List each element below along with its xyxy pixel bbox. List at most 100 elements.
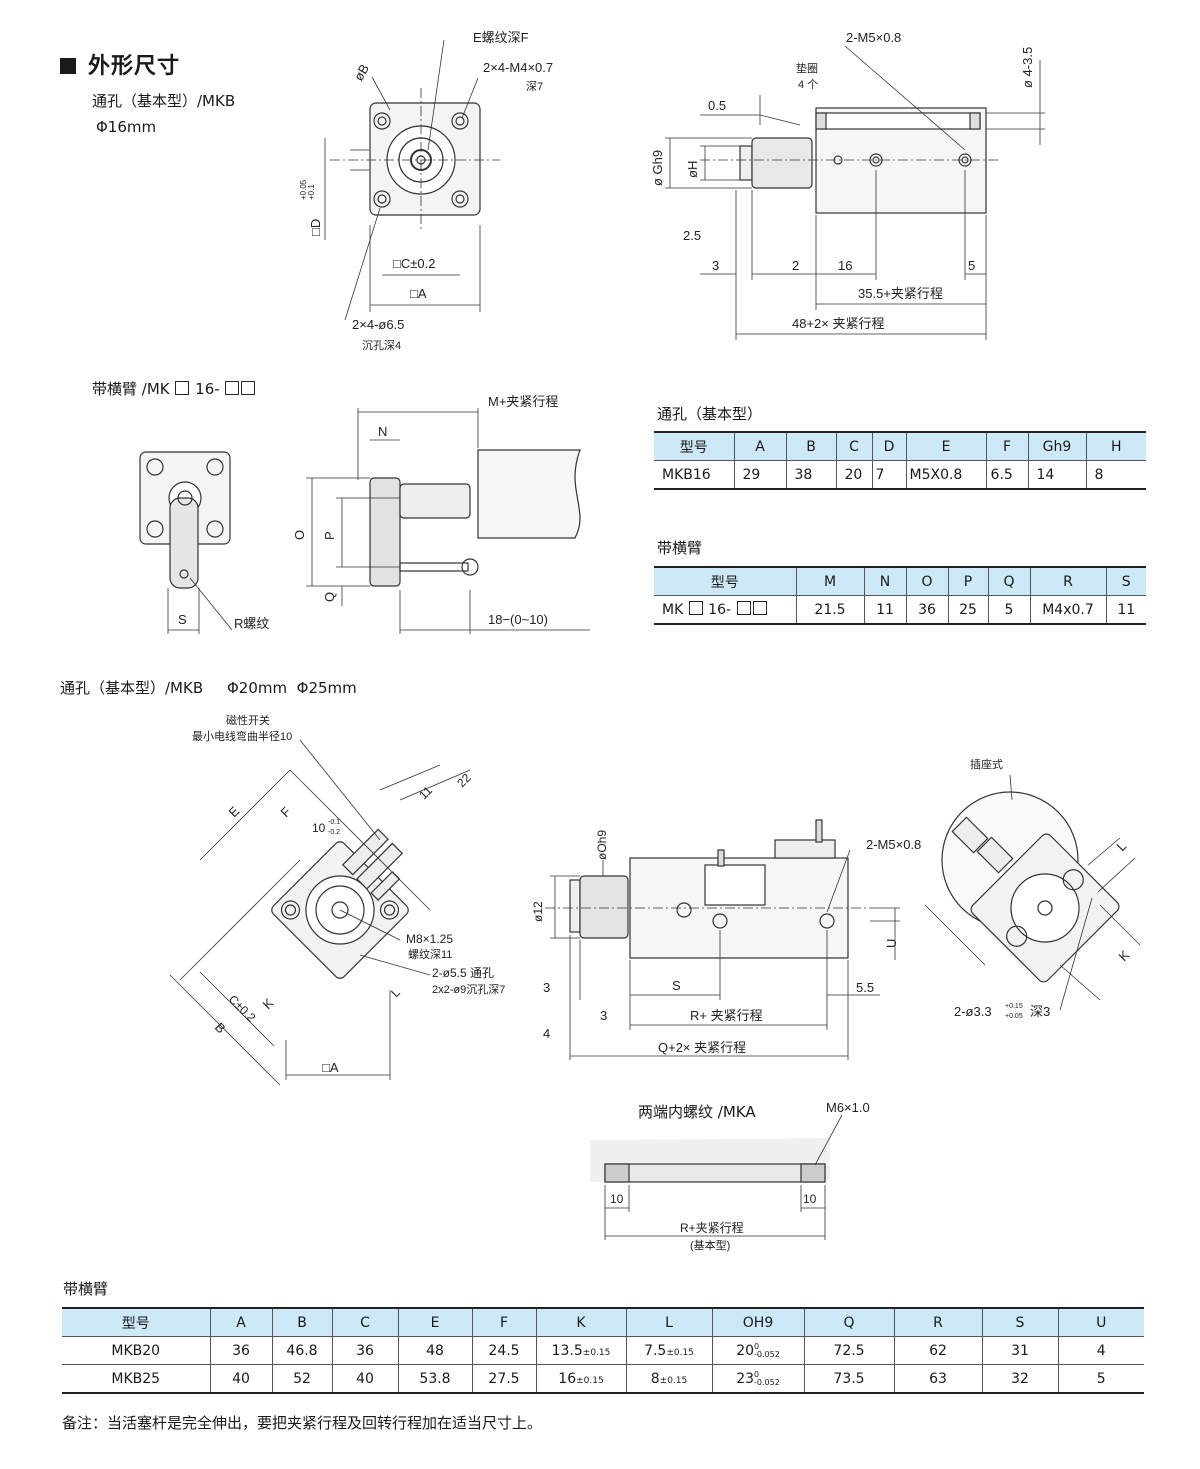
label-m5b: 2-M5×0.8 [866,837,921,852]
label-d10: 10 [312,821,326,835]
table3-l-tol: ±0.15 [659,1375,688,1386]
model-box-icon [241,381,256,395]
label-s: S [178,612,187,627]
label-d22: 22 [454,771,474,791]
table3-cell: 4 [1096,1342,1106,1359]
table3-header-cell: E [398,1308,473,1337]
section3-size2: Φ25mm [296,679,357,697]
label-d55: 5.5 [856,980,874,995]
table2-header-cell: M [796,567,865,596]
label-k: K [260,995,277,1012]
table2-cell: 5 [988,595,1031,624]
table1-mkb16: 型号 A B C D E F Gh9 H MKB16 29 38 20 7 M5… [654,431,1146,490]
mk16-arm-side-view [306,408,590,634]
table3-l-value: 7.5 [644,1342,667,1359]
table3-cell: 8±0.15 [626,1364,713,1393]
mka-rod-view [590,1114,843,1240]
table3-cell: 46.8 [272,1336,333,1365]
label-phiH: øH [685,161,700,178]
table3-header-cell: F [472,1308,537,1337]
table1-header-cell: C [836,432,873,461]
label-mka10b: 10 [803,1192,817,1206]
table2-mk16-arm: 型号 M N O P Q R S MK 16- 21.5 11 36 25 5 … [654,566,1146,625]
table2-header-cell: P [948,567,989,596]
table1-cell: M5X0.8 [906,460,987,489]
label-m5: 2-M5×0.8 [846,30,901,45]
table3-cell: 40 [210,1364,273,1393]
label-phi4: ø 4-3.5 [1020,47,1035,88]
table3-header-cell: OH9 [712,1308,805,1337]
table1-cell: 20 [836,460,873,489]
section3-size1: Φ20mm [226,679,288,697]
label-phiB: øB [351,62,372,84]
table3-header: 型号 A B C E F K L OH9 Q R S U [62,1308,1144,1337]
label-d05: 0.5 [708,98,726,113]
table3-cell: 72.5 [804,1336,895,1365]
label-m8: M8×1.25 [406,932,453,946]
table3-k-value: 16 [558,1370,577,1387]
label-pin-depth: 深3 [1030,1004,1050,1019]
label-q: Q [322,592,337,602]
section3-title: 通孔（基本型）/MKB Φ20mm Φ25mm [60,677,357,698]
table3-l-tol: ±0.15 [666,1347,694,1358]
table3-k-tol: ±0.15 [582,1347,611,1358]
table1-header-cell: 型号 [654,432,735,461]
table1-header-cell: H [1110,438,1122,455]
table-row: MK 16- 21.5 11 36 25 5 M4x0.7 11 [654,595,1146,624]
table3-header-cell: 型号 [62,1308,211,1337]
table3-header-cell: C [332,1308,399,1337]
table3-cell: 16±0.15 [536,1364,627,1393]
label-l: L [388,985,403,1000]
label-d25: 2.5 [683,228,701,243]
label-a-dim: □A [410,286,427,301]
section1-title: 通孔（基本型）/MKB [92,92,236,110]
table3-oh9-dn: -0.052 [754,1349,780,1359]
label-n: N [378,424,387,439]
label-washer: 垫圈 [796,61,818,75]
table3-oh9-up: 0 [754,1341,760,1351]
table2-header-cell: R [1030,567,1107,596]
table2-cell: M4x0.7 [1030,595,1107,624]
table3-k-tol: ±0.15 [576,1375,604,1386]
label-f: F [278,804,294,820]
table3-header-cell: K [536,1308,627,1337]
label-m4: 2×4-M4×0.7 [483,60,553,75]
mkb20-25-side-view [545,819,900,1060]
label-min-bend: 最小电线弯曲半径10 [192,729,292,743]
table1-cell: 38 [786,460,837,489]
label-mag-switch: 磁性开关 [226,713,270,727]
table3-cell: 40 [332,1364,399,1393]
table3-cell: 230-0.052 [712,1364,805,1393]
mkb16-front-view [324,39,500,321]
label-pin: 2-ø3.3 [954,1004,992,1019]
label-mka10a: 10 [610,1192,624,1206]
label-phi12: ø12 [531,901,545,922]
table3-header-cell: A [210,1308,273,1337]
table2-header-cell: S [1121,573,1131,590]
table3-k-value: 13.5 [551,1342,583,1359]
table3-cell: 13.5±0.15 [536,1336,627,1365]
table1-header: 型号 A B C D E F Gh9 H [654,432,1146,461]
table1-caption: 通孔（基本型） [657,405,763,423]
table1-cell: MKB16 [654,460,735,489]
table1-cell: 29 [734,460,787,489]
table2-cell: 21.5 [796,595,865,624]
table3-cell: 48 [398,1336,473,1365]
table3-cell: 63 [894,1364,983,1393]
table3-cell: 62 [894,1336,983,1365]
label-hole55: 2-ø5.5 通孔 [432,966,494,980]
table2-cell: 11 [864,595,907,624]
table2-model-prefix: MK [662,602,684,618]
table3-oh9-up: 0 [754,1369,760,1379]
label-l2: L [1114,838,1130,854]
label-d355: 35.5+夹紧行程 [858,286,943,301]
table-row: MKB20 36 46.8 36 48 24.5 13.5±0.15 7.5±0… [62,1336,1144,1365]
label-pin-tol-dn: +0.05 [1005,1013,1023,1020]
table3-l-value: 8 [650,1370,660,1387]
table2-header-cell: 型号 [654,567,797,596]
table1-header-cell: E [906,432,987,461]
section1-size: Φ16mm [96,118,157,136]
table3-mkb20-25: 型号 A B C E F K L OH9 Q R S U MKB20 36 46… [62,1307,1144,1394]
label-m8-depth: 螺纹深11 [408,947,452,961]
page-title-text: 外形尺寸 [88,54,181,79]
